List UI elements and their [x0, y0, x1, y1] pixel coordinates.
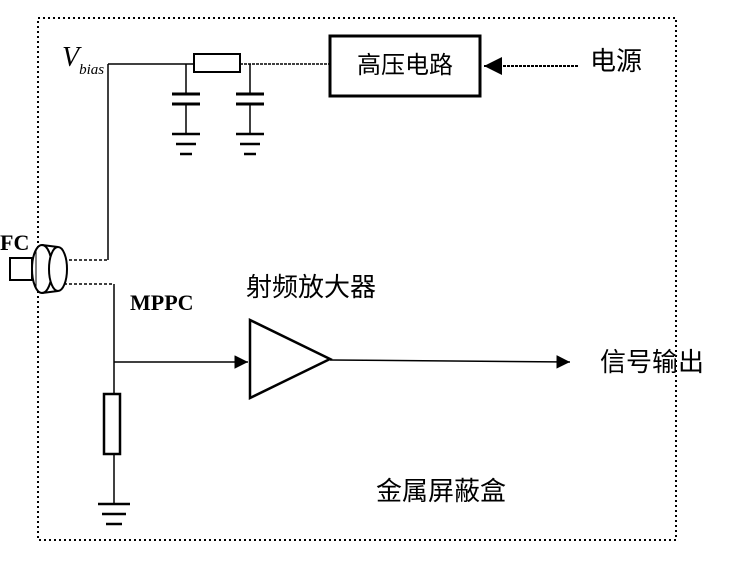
- signal-out-label: 信号输出: [600, 348, 704, 378]
- fc-label: FC: [0, 230, 29, 255]
- bias-resistor: [193, 53, 241, 73]
- rf-amp-label: 射频放大器: [246, 273, 376, 303]
- fc-connector: [9, 244, 68, 294]
- vbias-label: Vbias: [62, 42, 104, 78]
- power-label: 电源: [590, 47, 642, 77]
- signal-output-arrow: [329, 355, 571, 369]
- vbias-main: V: [62, 42, 82, 73]
- mppc-label: MPPC: [130, 290, 194, 315]
- shield-box-label: 金属屏蔽盒: [376, 477, 506, 507]
- ground-symbol-cap1: [172, 132, 200, 156]
- rf-amplifier: [248, 318, 333, 400]
- hv-circuit-box: [328, 34, 482, 98]
- filter-capacitor-2: [236, 64, 264, 134]
- vbias-subscript: bias: [79, 62, 104, 78]
- hv-circuit-label: 高压电路: [357, 51, 453, 79]
- ground-symbol-load: [98, 502, 130, 526]
- filter-capacitor-1: [172, 64, 200, 134]
- load-resistor: [102, 392, 122, 456]
- ground-symbol-cap2: [236, 132, 264, 156]
